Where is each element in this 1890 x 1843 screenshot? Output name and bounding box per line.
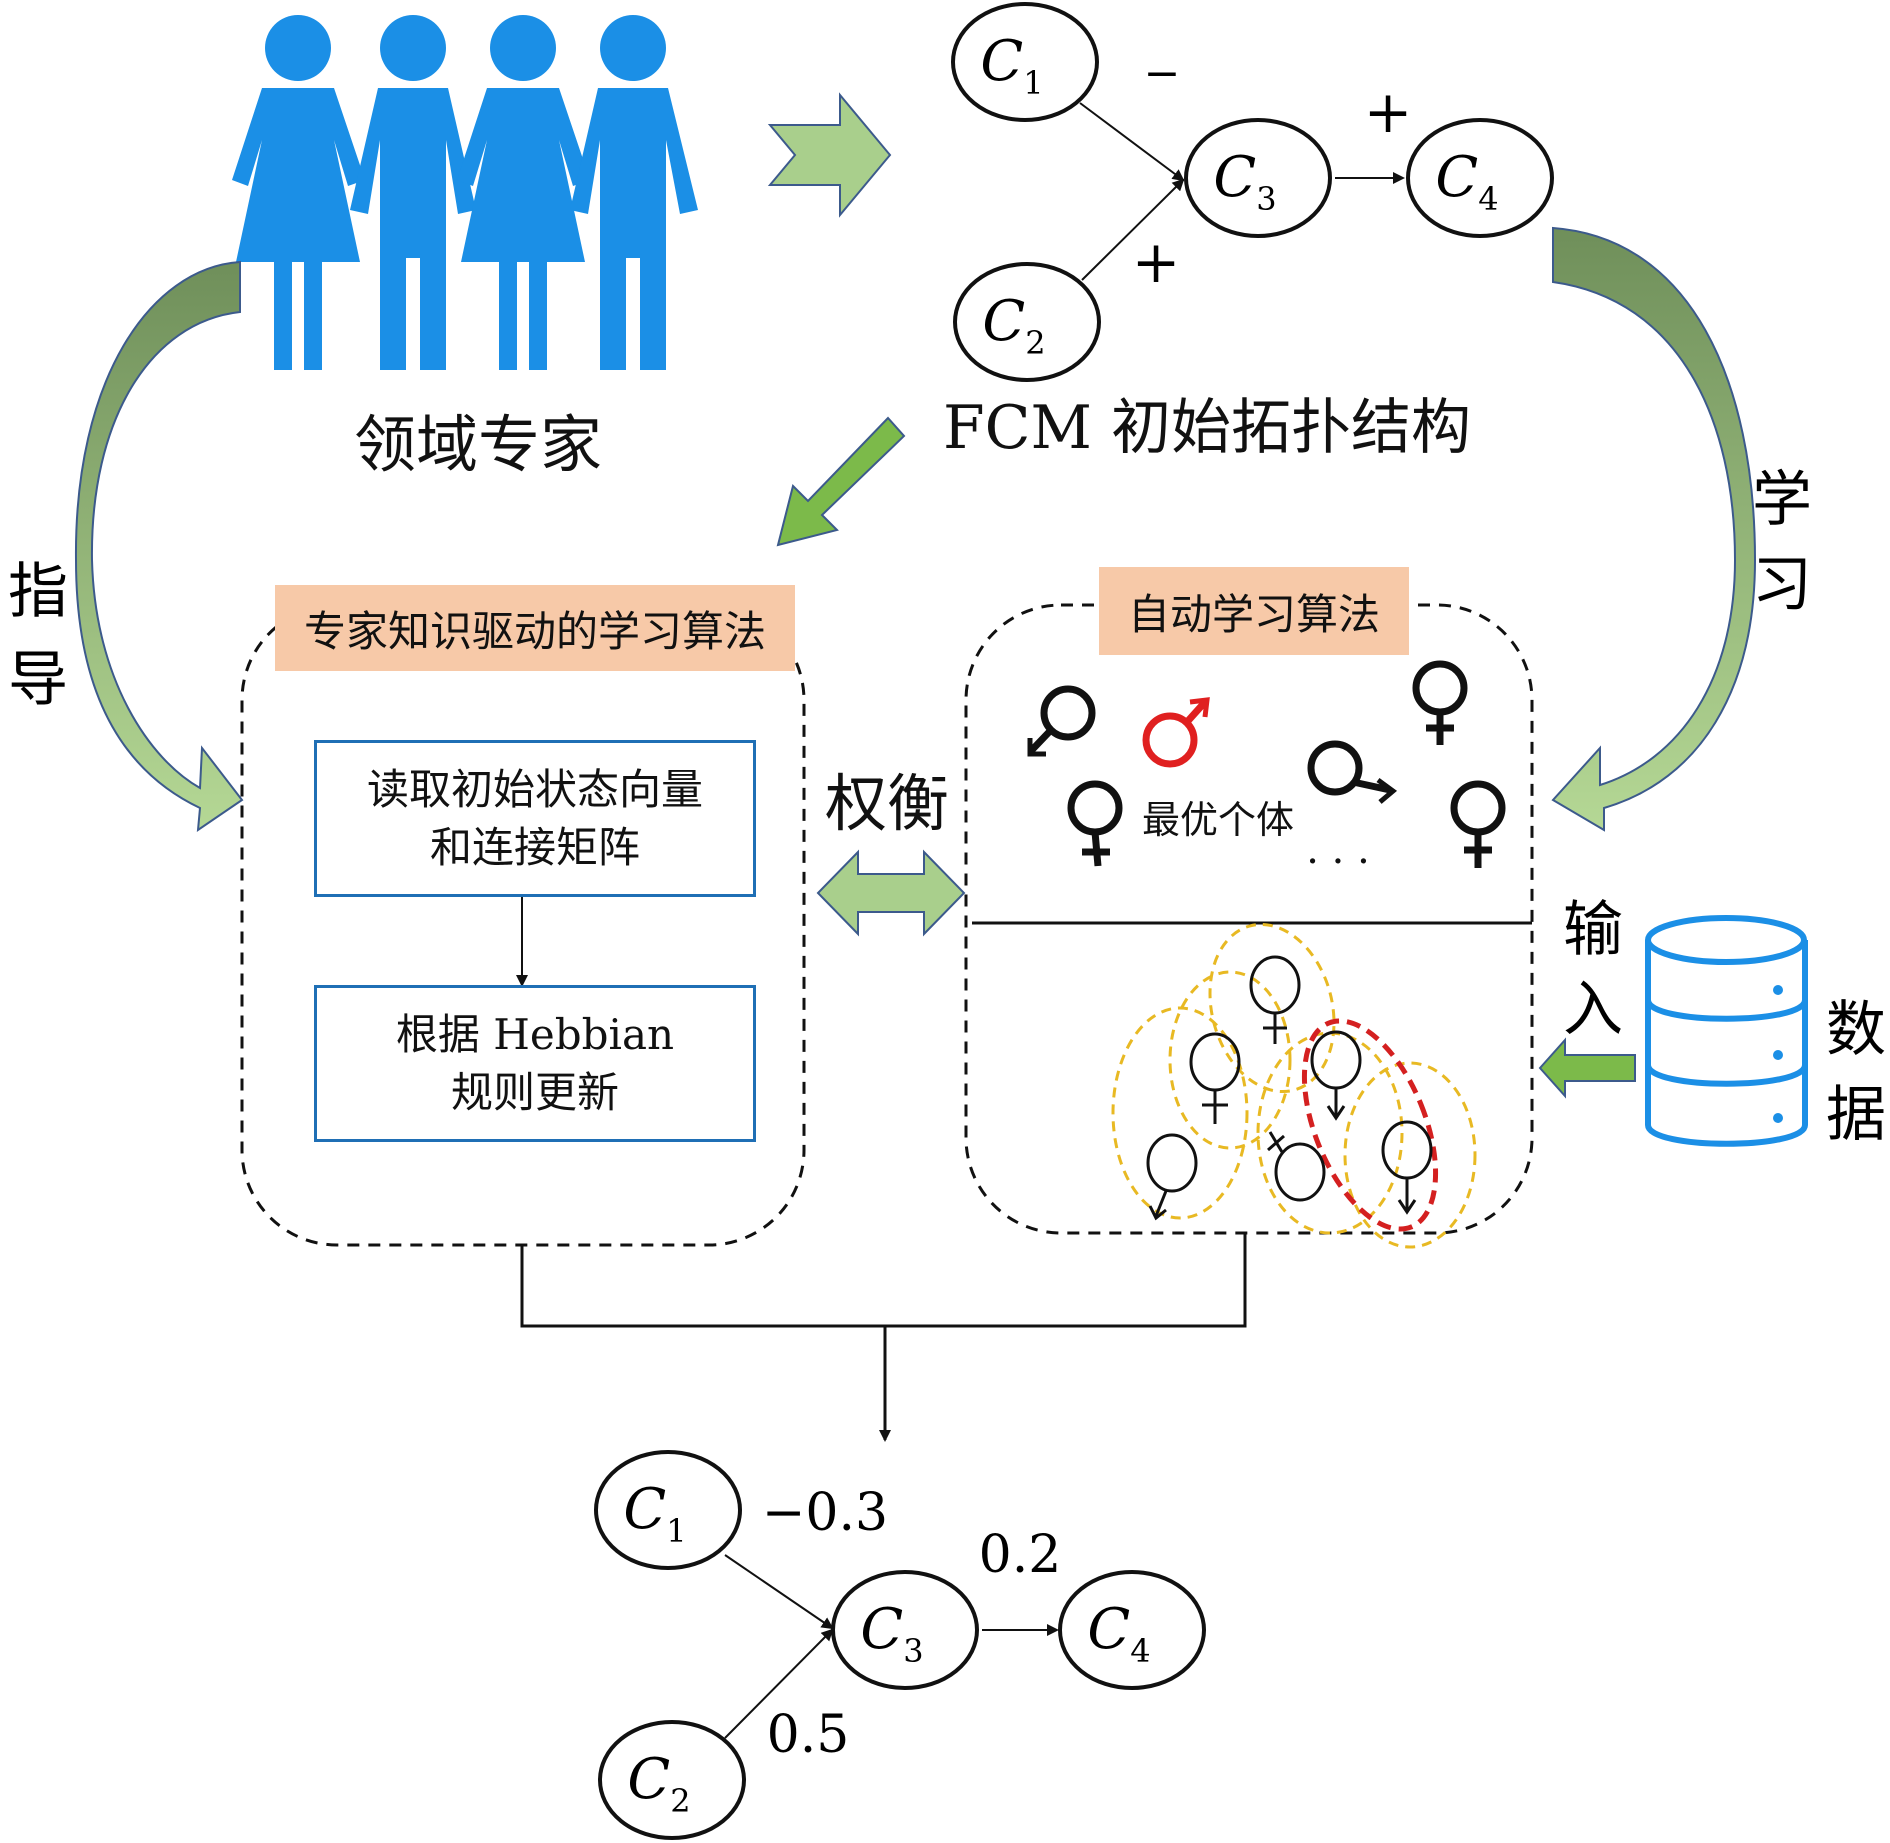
expert-person-icon (232, 15, 365, 370)
expert-person-icon (457, 15, 590, 370)
female-symbol-icon (1249, 955, 1301, 1044)
initial-fcm-graph: C1 C2 C3 C4 − + + (951, 2, 1554, 382)
right-notched-arrow (767, 92, 892, 218)
auto-algo-title: 自动学习算法 (1099, 567, 1409, 655)
node-c4 (1406, 118, 1554, 238)
step-read-initial: 读取初始状态向量 和连接矩阵 (314, 740, 756, 897)
node-c3 (1184, 118, 1332, 238)
individual-symbol-icon (1146, 1133, 1198, 1221)
tradeoff-double-arrow (816, 849, 966, 937)
guide-label-2: 导 (8, 645, 68, 715)
node-c2 (953, 262, 1101, 382)
step-hebbian-line-2: 规则更新 (450, 1067, 619, 1117)
individual-symbol-icon (1310, 1030, 1362, 1121)
input-arrow (1538, 1037, 1636, 1099)
input-label-2: 入 (1563, 975, 1623, 1045)
experts-label: 领域专家 (354, 408, 602, 481)
best-male-symbol-icon (1142, 697, 1210, 768)
final-edge-c3-c4-weight: 0.2 (979, 1525, 1062, 1585)
expert-algo-title: 专家知识驱动的学习算法 (275, 585, 795, 671)
step-hebbian-line-1: 根据 Hebbian (395, 1009, 675, 1059)
final-node-c4-label: C4 (1087, 1597, 1150, 1670)
female-symbol-icon (1067, 780, 1123, 867)
niche-clusters (1111, 922, 1477, 1249)
population-symbols (1027, 660, 1506, 868)
final-node-c3-label: C3 (860, 1597, 923, 1670)
node-c3-label: C3 (1213, 145, 1276, 218)
expert-person-icon (570, 15, 698, 370)
data-label-1: 数 (1826, 995, 1886, 1065)
final-edge-c1-c3 (724, 1554, 834, 1630)
step-hebbian-update: 根据 Hebbian 规则更新 (314, 985, 756, 1142)
final-node-c3 (831, 1570, 979, 1690)
step-read-line-2: 和连接矩阵 (429, 822, 640, 872)
individual-symbol-icon (1381, 1120, 1433, 1215)
final-node-c1 (594, 1450, 742, 1570)
edge-c2-c3-sign: + (1132, 228, 1181, 296)
fcm-label: FCM 初始拓扑结构 (943, 393, 1471, 463)
edge-c1-c3-sign: − (1144, 48, 1181, 99)
best-individual-label: 最优个体 (1142, 798, 1294, 842)
final-edge-c2-c3-weight: 0.5 (767, 1705, 850, 1765)
population-ellipsis: · · · (1306, 839, 1370, 885)
final-fcm-graph: C1 C2 C3 C4 −0.3 0.5 0.2 (594, 1450, 1206, 1840)
final-node-c2 (598, 1720, 746, 1840)
node-c1-label: C1 (980, 29, 1043, 102)
individual-symbol-icon (1267, 1131, 1326, 1202)
male-symbol-icon (1307, 740, 1398, 804)
auto-algo-container (964, 603, 1534, 1235)
input-label-1: 输 (1563, 895, 1623, 965)
male-symbol-icon (1027, 685, 1096, 757)
female-symbol-icon (1189, 1032, 1241, 1124)
guide-curved-arrow (74, 260, 244, 833)
final-edge-c2-c3 (724, 1628, 834, 1739)
edge-c1-c3 (1079, 102, 1185, 182)
edge-c3-c4-sign: + (1364, 78, 1413, 146)
learn-label-2: 习 (1752, 550, 1812, 620)
data-label-2: 据 (1826, 1080, 1886, 1150)
final-node-c1-label: C1 (623, 1477, 686, 1550)
guide-label-1: 指 (8, 557, 68, 627)
domain-experts-icon (232, 15, 698, 370)
step-read-line-1: 读取初始状态向量 (366, 764, 703, 814)
female-symbol-icon (1450, 780, 1506, 868)
female-symbol-icon (1412, 660, 1468, 745)
node-c4-label: C4 (1435, 145, 1498, 218)
node-c2-label: C2 (982, 289, 1045, 362)
learn-label-1: 学 (1752, 465, 1812, 535)
learn-curved-arrow (1551, 226, 1757, 832)
node-c1 (951, 2, 1099, 122)
merge-connector (520, 1233, 1247, 1442)
final-node-c2-label: C2 (627, 1747, 690, 1820)
expert-person-icon (350, 15, 476, 370)
final-edge-c1-c3-weight: −0.3 (762, 1483, 888, 1543)
tradeoff-label: 权衡 (825, 767, 949, 840)
edge-c2-c3 (1081, 178, 1185, 281)
database-icon (1645, 915, 1808, 1147)
final-node-c4 (1058, 1570, 1206, 1690)
diagonal-arrow (776, 416, 906, 547)
